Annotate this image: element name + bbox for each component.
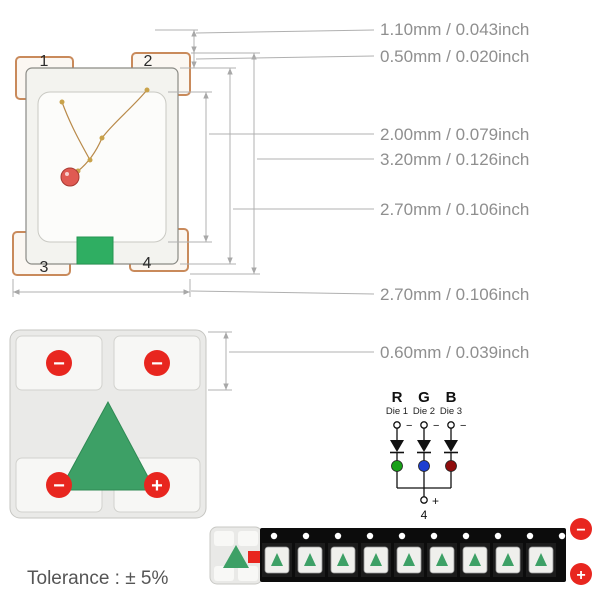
pin-2-label: 2 [144, 53, 153, 70]
channel-letter: R [392, 389, 403, 406]
dim-label-4: 3.20mm / 0.126inch [380, 150, 529, 169]
polarity-badge-pin2: − [144, 350, 170, 376]
rgb-schematic: R Die 1 − G Die 2 − B Die 3 [386, 389, 467, 522]
minus-sign: − [460, 420, 466, 432]
red-die [60, 167, 80, 187]
die-color-dot [445, 460, 457, 472]
dim-label-1: 1.10mm / 0.043inch [380, 20, 529, 39]
cathode-terminal [420, 421, 428, 429]
bond-pads [59, 87, 150, 174]
sprocket-holes [270, 532, 566, 540]
common-pin-number: 4 [421, 508, 428, 522]
top-view-drawing: 1 2 3 4 [12, 52, 191, 276]
die-label: Die 2 [413, 406, 435, 417]
minus-icon: − [576, 522, 585, 539]
legend-minus-circle [570, 518, 592, 540]
plus-sign: + [432, 494, 439, 508]
schematic-channel-g: G Die 2 − [413, 389, 439, 488]
pin-1-label: 1 [40, 53, 49, 70]
plus-badge-circle [144, 472, 170, 498]
die-label: Die 3 [440, 406, 462, 417]
minus-icon: − [53, 353, 65, 375]
dimension-labels: 1.10mm / 0.043inch 0.50mm / 0.020inch 2.… [380, 20, 529, 362]
dim-label-2: 0.50mm / 0.020inch [380, 47, 529, 66]
thumb-triangle [223, 545, 249, 568]
minus-badge-circle [144, 350, 170, 376]
dim-label-3: 2.00mm / 0.079inch [380, 125, 529, 144]
dim-label-5: 2.70mm / 0.106inch [380, 200, 529, 219]
schematic-channel-b: B Die 3 − [440, 389, 466, 488]
channel-letter: B [446, 389, 457, 406]
legend-plus-circle [570, 563, 592, 585]
pin-4-label: 4 [143, 255, 152, 272]
minus-icon: − [151, 353, 163, 375]
dim-label-7: 0.60mm / 0.039inch [380, 343, 529, 362]
minus-badge-circle [46, 472, 72, 498]
tape-strip-photo [209, 526, 566, 585]
pin-3-label: 3 [40, 259, 49, 276]
cathode-terminal [447, 421, 455, 429]
polarity-badge-pin1: − [46, 350, 72, 376]
minus-badge-circle [46, 350, 72, 376]
polarity-badge-pin4: + [144, 472, 170, 498]
minus-sign: − [406, 420, 412, 432]
tape-pockets [262, 543, 556, 577]
minus-sign: − [433, 420, 439, 432]
die-color-dot [391, 460, 403, 472]
plus-icon: + [576, 567, 585, 584]
dimension-lines [12, 29, 375, 391]
anode-terminal [420, 496, 428, 504]
green-die [76, 236, 114, 265]
cathode-terminal [393, 421, 401, 429]
die-highlight [65, 172, 69, 176]
diode-symbol [417, 440, 431, 452]
dim-label-6: 2.70mm / 0.106inch [380, 285, 529, 304]
common-anode: + 4 [397, 487, 451, 522]
orientation-triangle [59, 400, 156, 491]
bond-wires [61, 89, 148, 172]
channel-letter: G [418, 389, 430, 406]
die-label: Die 1 [386, 406, 408, 417]
bottom-view-drawing: − − − + [9, 329, 207, 519]
diode-symbol [444, 440, 458, 452]
reflector-cavity [37, 91, 167, 243]
die-color-dot [418, 460, 430, 472]
schematic-channel-r: R Die 1 − [386, 389, 412, 488]
diode-symbol [390, 440, 404, 452]
polarity-badge-pin3: − [46, 472, 72, 498]
polarity-legend: − + [570, 518, 592, 585]
plus-icon: + [151, 475, 163, 497]
led-thumbnail [209, 526, 263, 585]
minus-icon: − [53, 475, 65, 497]
tolerance-text: Tolerance : ± 5% [27, 568, 168, 589]
